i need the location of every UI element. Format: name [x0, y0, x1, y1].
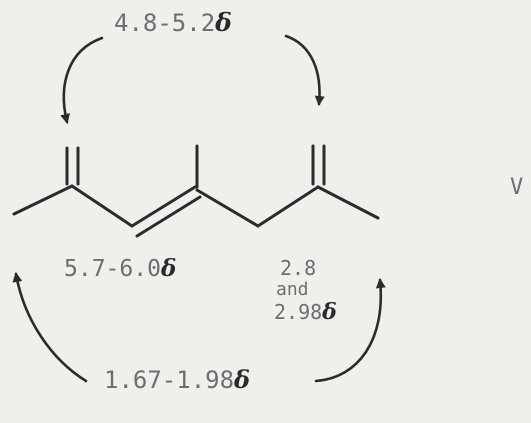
delta-symbol-methyl: δ	[234, 365, 251, 394]
shift-label-vinyl: 5.7-6.0δ	[64, 257, 176, 281]
shift-label-allylic: 2.8 and 2.98δ	[268, 257, 358, 323]
bond-c3-c4-double-a	[130, 185, 197, 228]
compound-label: V	[510, 175, 524, 200]
bond-c3-c4-double-b	[135, 195, 202, 238]
arrow-top-right	[284, 34, 325, 106]
delta-symbol-allylic: δ	[322, 299, 337, 325]
bond-c4-c5	[195, 188, 260, 228]
arrow-top-left	[60, 36, 104, 124]
shift-value-methyl: 1.67-1.98	[104, 366, 235, 394]
shift-value-allylic-2-row: 2.98δ	[268, 301, 358, 323]
assignment-arrows	[12, 34, 386, 383]
bond-left-methyl	[12, 184, 74, 216]
shift-value-allylic-1: 2.8	[280, 256, 317, 280]
shift-value-allylic-2: 2.98	[274, 300, 323, 324]
shift-value-vinyl: 5.7-6.0	[64, 256, 161, 282]
shift-label-top: 4.8-5.2δ	[114, 10, 232, 35]
delta-symbol-vinyl: δ	[160, 255, 177, 282]
shift-value-top: 4.8-5.2	[114, 9, 216, 37]
bond-c5-c6	[256, 185, 320, 228]
molecule-skeleton	[12, 144, 380, 238]
arrow-bottom-left	[12, 272, 88, 383]
arrow-bottom-right	[314, 278, 386, 383]
bond-c2-c3	[70, 184, 134, 228]
bond-right-methyl	[316, 185, 380, 220]
shift-label-methyl: 1.67-1.98δ	[104, 365, 251, 394]
delta-symbol-top: δ	[215, 8, 232, 37]
shift-connector-and: and	[276, 279, 309, 300]
